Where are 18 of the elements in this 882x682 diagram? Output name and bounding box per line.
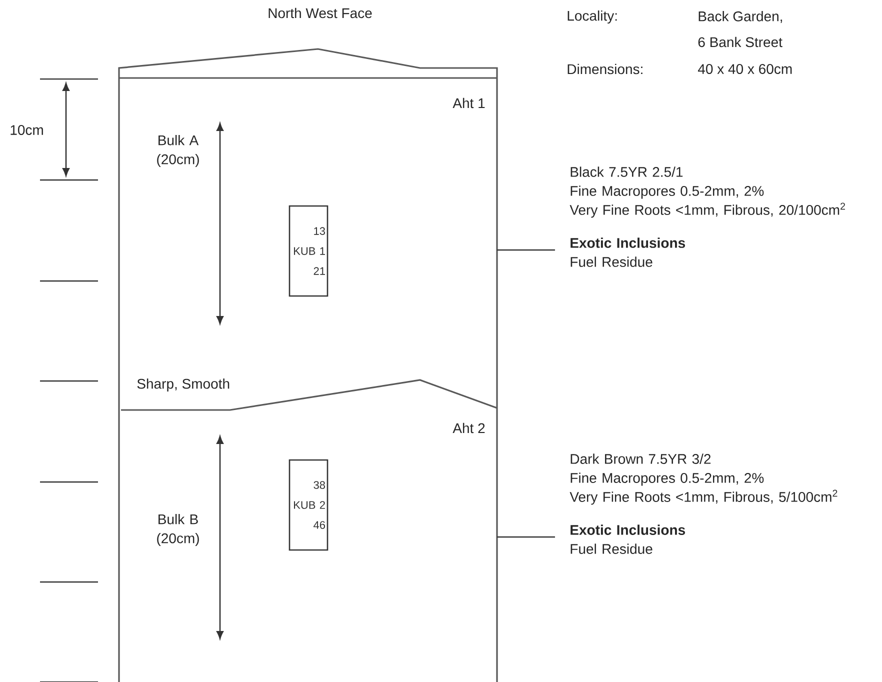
leader-line — [497, 536, 555, 538]
text-label: 6 Bank Street — [698, 36, 782, 48]
text-label: Back Garden, — [698, 11, 782, 23]
text-label: 40 x 40 x 60cm — [698, 64, 792, 74]
leader-line — [497, 249, 555, 251]
text-label: North West Face — [268, 8, 372, 18]
horizon-description: Dark Brown 7.5YR 3/2 Fine Macropores 0.5-2mm, 2% Very Fine Roots <1mm, Fibrous, 5/100cm$^{2}$ Exotic Inclusions Fuel Residue — [570, 454, 838, 554]
text-label: Dimensions: — [568, 64, 642, 74]
text-label: Locality: — [568, 10, 617, 24]
text-label: Aht 1 — [452, 98, 485, 108]
text-label: Bulk A (20cm) — [157, 134, 199, 168]
sample-box: 38 KUB 2 46 — [288, 459, 328, 551]
horizon-description: Black 7.5YR 2.5/1 Fine Macropores 0.5-2mm, 2% Very Fine Roots <1mm, Fibrous, 20/100cm$^{2}$ Exotic Inclusions Fuel Residue — [570, 166, 845, 267]
text-label: Bulk B (20cm) — [157, 514, 199, 546]
sample-box: 13 KUB 1 21 — [288, 205, 328, 297]
text-label: 10cm — [10, 125, 43, 135]
text-label: Aht 2 — [452, 422, 485, 434]
text-label: Sharp, Smooth — [137, 378, 230, 392]
